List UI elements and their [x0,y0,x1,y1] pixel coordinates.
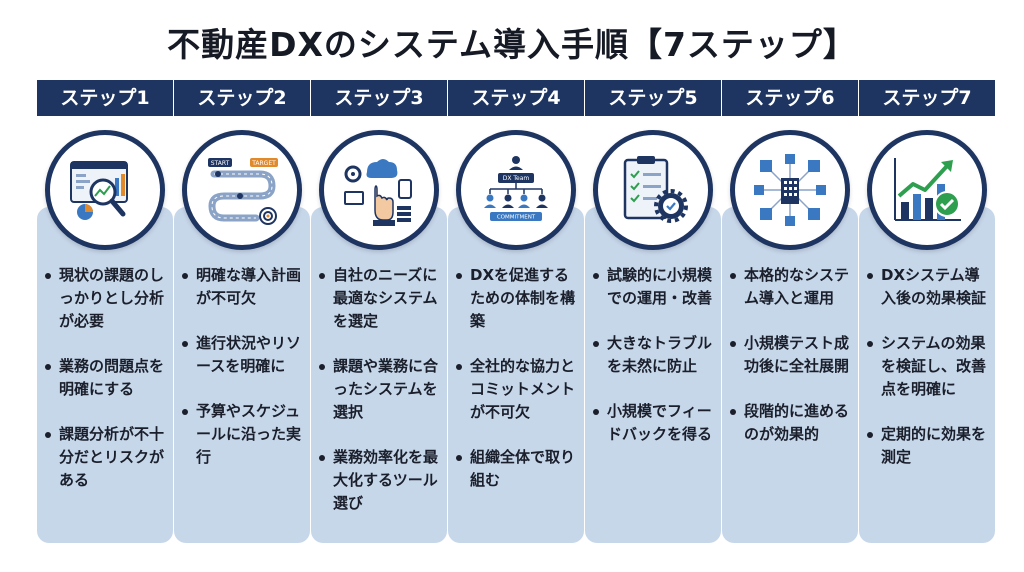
analysis-magnifier-icon [70,161,128,220]
step-2: ステップ2 START TARGET 明確な導入計画が不可欠 進行状況やリソース… [174,80,310,550]
list-item: 組織全体で取り組む [454,446,582,492]
list-item: DXシステム導入後の効果検証 [865,264,993,310]
step-icon-circle: DX Team COMMITMENT [456,130,576,250]
list-item: 小規模でフィードバックを得る [591,400,719,446]
target-label: TARGET [251,160,276,167]
step-icon-circle [593,130,713,250]
step-header: ステップ1 [37,80,173,116]
bullet-list: 本格的なシステム導入と運用 小規模テスト成功後に全社展開 段階的に進めるのが効果… [728,264,856,468]
list-item: 明確な導入計画が不可欠 [180,264,308,310]
list-item: 大きなトラブルを未然に防止 [591,332,719,378]
bullet-list: 現状の課題のしっかりとし分析が必要 業務の問題点を明確にする 課題分析が不十分だ… [43,264,171,514]
step-card [37,207,173,543]
bullet-list: 自社のニーズに最適なシステムを選定 課題や業務に合ったシステムを選択 業務効率化… [317,264,445,537]
step-icon-circle [867,130,987,250]
list-item: 試験的に小規模での運用・改善 [591,264,719,310]
list-item: 業務の問題点を明確にする [43,355,171,401]
start-label: START [211,160,230,167]
checklist-gear-icon [623,156,688,223]
step-icon-circle: START TARGET [182,130,302,250]
list-item: 課題分析が不十分だとリスクがある [43,423,171,492]
building-network-icon [754,154,826,226]
list-item: 予算やスケジュールに沿った実行 [180,400,308,469]
step-header: ステップ6 [722,80,858,116]
list-item: システムの効果を検証し、改善点を明確に [865,332,993,401]
list-item: 業務効率化を最大化するツール選び [317,446,445,515]
step-4: ステップ4 DX Team [448,80,584,550]
list-item: 自社のニーズに最適なシステムを選定 [317,264,445,333]
bullet-list: DXを促進するための体制を構築 全社的な協力とコミットメントが不可欠 組織全体で… [454,264,582,514]
step-card [174,207,310,543]
list-item: 進行状況やリソースを明確に [180,332,308,378]
page-title: 不動産DXのシステム導入手順【7ステップ】 [167,25,857,64]
step-card [311,207,447,543]
step-header: ステップ4 [448,80,584,116]
list-item: 定期的に効果を測定 [865,423,993,469]
list-item: 課題や業務に合ったシステムを選択 [317,355,445,424]
steps-row: ステップ1 現状の課題のしっかりとし分析が必要 業務の問題点を明確にする [37,80,995,550]
step-icon-circle [730,130,850,250]
step-icon-circle [45,130,165,250]
bullet-list: 明確な導入計画が不可欠 進行状況やリソースを明確に 予算やスケジュールに沿った実… [180,264,308,491]
cloud-system-selection-icon [344,159,412,226]
step-card [859,207,995,543]
growth-chart-check-icon [894,158,961,221]
step-icon-circle [319,130,439,250]
step-3: ステップ3 自社のニーズに最適なシステムを選定 課題や業務に合ったシステムを選択… [311,80,447,550]
step-header: ステップ7 [859,80,995,116]
step-card [448,207,584,543]
dx-team-label: DX Team [503,175,530,182]
dx-team-org-icon: DX Team COMMITMENT [484,156,548,221]
step-card [722,207,858,543]
commitment-label: COMMITMENT [497,215,536,221]
list-item: 現状の課題のしっかりとし分析が必要 [43,264,171,333]
list-item: 段階的に進めるのが効果的 [728,400,856,446]
step-header: ステップ2 [174,80,310,116]
list-item: DXを促進するための体制を構築 [454,264,582,333]
step-header: ステップ5 [585,80,721,116]
step-6: ステップ6 [722,80,858,550]
list-item: 小規模テスト成功後に全社展開 [728,332,856,378]
list-item: 本格的なシステム導入と運用 [728,264,856,310]
bullet-list: 試験的に小規模での運用・改善 大きなトラブルを未然に防止 小規模でフィードバック… [591,264,719,468]
roadmap-icon: START TARGET [208,158,278,225]
step-header: ステップ3 [311,80,447,116]
step-7: ステップ7 DXシステム導入後の効果検証 システムの効果を検証し、改善点を明確に… [859,80,995,550]
bullet-list: DXシステム導入後の効果検証 システムの効果を検証し、改善点を明確に 定期的に効… [865,264,993,491]
list-item: 全社的な協力とコミットメントが不可欠 [454,355,582,424]
step-5: ステップ5 試験的に小規模での運用・改善 大きなトラブルを未然に防止 小規模でフ… [585,80,721,550]
step-1: ステップ1 現状の課題のしっかりとし分析が必要 業務の問題点を明確にする [37,80,173,550]
step-card [585,207,721,543]
